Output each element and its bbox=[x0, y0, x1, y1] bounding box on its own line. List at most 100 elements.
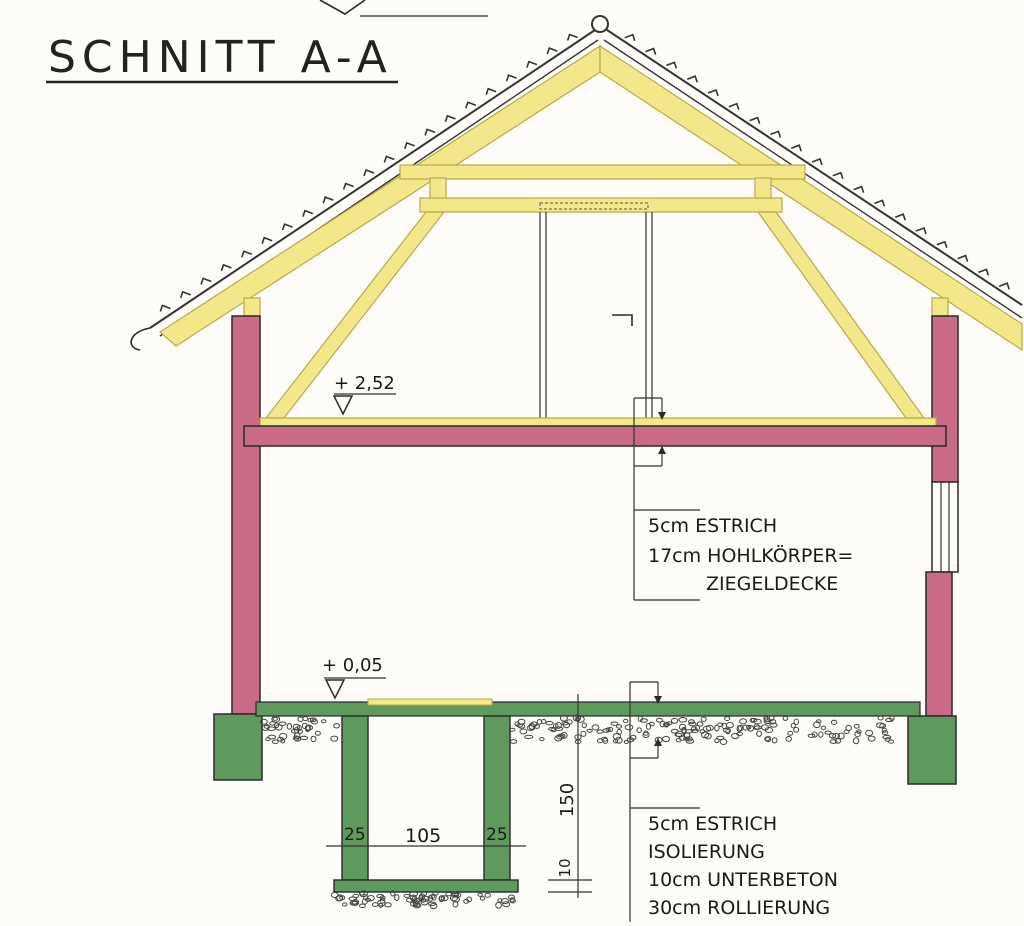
gravel-stone bbox=[884, 737, 891, 742]
level-mark-ground: + 0,05 bbox=[322, 655, 386, 700]
gravel-stone bbox=[390, 890, 396, 897]
door-handle-icon bbox=[612, 314, 633, 326]
roof-tile bbox=[546, 47, 558, 55]
floor-note-line3: 10cm UNTERBETON bbox=[648, 869, 838, 891]
gravel-stone bbox=[429, 902, 438, 910]
roof-tile bbox=[957, 254, 969, 262]
roof-tile bbox=[241, 250, 253, 258]
gravel-stone bbox=[342, 902, 348, 907]
gravel-stone bbox=[420, 898, 429, 906]
roof-tile bbox=[915, 226, 927, 235]
gravel-stone bbox=[787, 730, 794, 736]
ground-slab bbox=[255, 698, 921, 745]
roof-tile bbox=[770, 130, 782, 138]
gravel-stone bbox=[350, 900, 359, 905]
roof-tile bbox=[686, 75, 698, 83]
roof-tile bbox=[261, 236, 273, 244]
gravel-stone bbox=[719, 738, 728, 745]
gravel-stone bbox=[530, 721, 538, 728]
gravel-stone bbox=[307, 717, 315, 723]
gravel-stone bbox=[267, 734, 277, 740]
dim-wall-right: 25 bbox=[486, 825, 508, 845]
footing-left bbox=[213, 713, 263, 781]
roof-tile bbox=[424, 128, 436, 136]
rafter-right bbox=[599, 44, 1023, 352]
gravel-stone bbox=[333, 723, 340, 729]
gravel-stone bbox=[580, 730, 587, 737]
gravel-stone bbox=[479, 896, 486, 901]
gravel-stone bbox=[500, 898, 509, 905]
roof-tile bbox=[200, 277, 212, 285]
roof-tile bbox=[465, 101, 477, 109]
roof-tile bbox=[978, 268, 990, 276]
gravel-stone bbox=[642, 731, 650, 739]
roof-tile bbox=[645, 47, 657, 55]
gravel-stone bbox=[675, 737, 682, 743]
gravel-stone bbox=[409, 891, 419, 897]
roof-tile bbox=[302, 209, 314, 217]
gravel-stone bbox=[764, 736, 770, 742]
gravel-stone bbox=[591, 724, 600, 731]
wall-right-upper bbox=[931, 315, 959, 483]
roof-tile bbox=[749, 116, 761, 124]
gravel-stone bbox=[882, 734, 892, 740]
roof-tile bbox=[707, 88, 719, 97]
gravel-stone bbox=[536, 719, 543, 725]
level-label-upper: + 2,52 bbox=[334, 373, 395, 394]
gravel-stone bbox=[320, 719, 327, 724]
gravel-stone bbox=[690, 726, 698, 731]
gravel-stone bbox=[725, 722, 734, 729]
roof-tile bbox=[874, 199, 886, 207]
gutter bbox=[130, 327, 151, 351]
roof-tile bbox=[485, 87, 497, 95]
floor-note-line4: 30cm ROLLIERUNG bbox=[648, 897, 830, 919]
drawing-title: SCHNITT A-A bbox=[48, 32, 393, 83]
window bbox=[931, 481, 959, 573]
roof-tile bbox=[666, 61, 678, 69]
gravel-stone bbox=[297, 716, 304, 722]
gravel-stone bbox=[509, 739, 518, 744]
gravel-stone bbox=[739, 718, 747, 725]
level-label-ground: + 0,05 bbox=[322, 655, 383, 676]
gravel-stone bbox=[449, 894, 458, 902]
rafters bbox=[159, 44, 1023, 352]
gravel-stone bbox=[885, 717, 894, 723]
collar-structure bbox=[399, 164, 806, 213]
gravel-stone bbox=[597, 738, 604, 744]
gravel-stone bbox=[643, 730, 649, 736]
tie-beam bbox=[419, 197, 783, 213]
gravel-stone bbox=[736, 725, 742, 733]
gravel-stone bbox=[830, 719, 838, 725]
roof-tile bbox=[159, 304, 171, 312]
gravel-stone bbox=[265, 737, 271, 742]
floor-note-line2: ISOLIERUNG bbox=[648, 841, 765, 863]
gravel-stone bbox=[451, 892, 460, 898]
roof-tile bbox=[342, 182, 354, 190]
attic-door bbox=[539, 212, 653, 418]
gravel-stone bbox=[292, 723, 300, 731]
dim-wall-left: 25 bbox=[344, 825, 366, 845]
gravel-stone bbox=[524, 734, 534, 740]
gravel-stone bbox=[314, 730, 321, 736]
roof-tile bbox=[505, 74, 517, 82]
gravel-stone bbox=[299, 735, 309, 741]
gravel-stone bbox=[670, 717, 679, 724]
roof-tile bbox=[790, 144, 802, 152]
gravel-stone bbox=[723, 727, 731, 733]
gravel-stone bbox=[705, 724, 714, 732]
gravel-stone bbox=[746, 725, 752, 730]
top-level-marker-fragment bbox=[319, 0, 366, 15]
gravel-stone bbox=[596, 729, 604, 734]
roof-tile bbox=[936, 240, 948, 249]
gravel-stone bbox=[572, 714, 582, 722]
gravel-stone bbox=[704, 733, 712, 740]
foundations bbox=[213, 713, 957, 785]
gravel-stone bbox=[824, 730, 832, 735]
gravel-stone bbox=[624, 724, 634, 731]
roof-tile bbox=[179, 290, 192, 299]
gravel-stone bbox=[714, 738, 720, 744]
footing-right bbox=[907, 715, 957, 785]
gravel-stone bbox=[379, 897, 386, 904]
gravel-stone bbox=[554, 735, 563, 742]
gravel-stone bbox=[428, 894, 436, 899]
